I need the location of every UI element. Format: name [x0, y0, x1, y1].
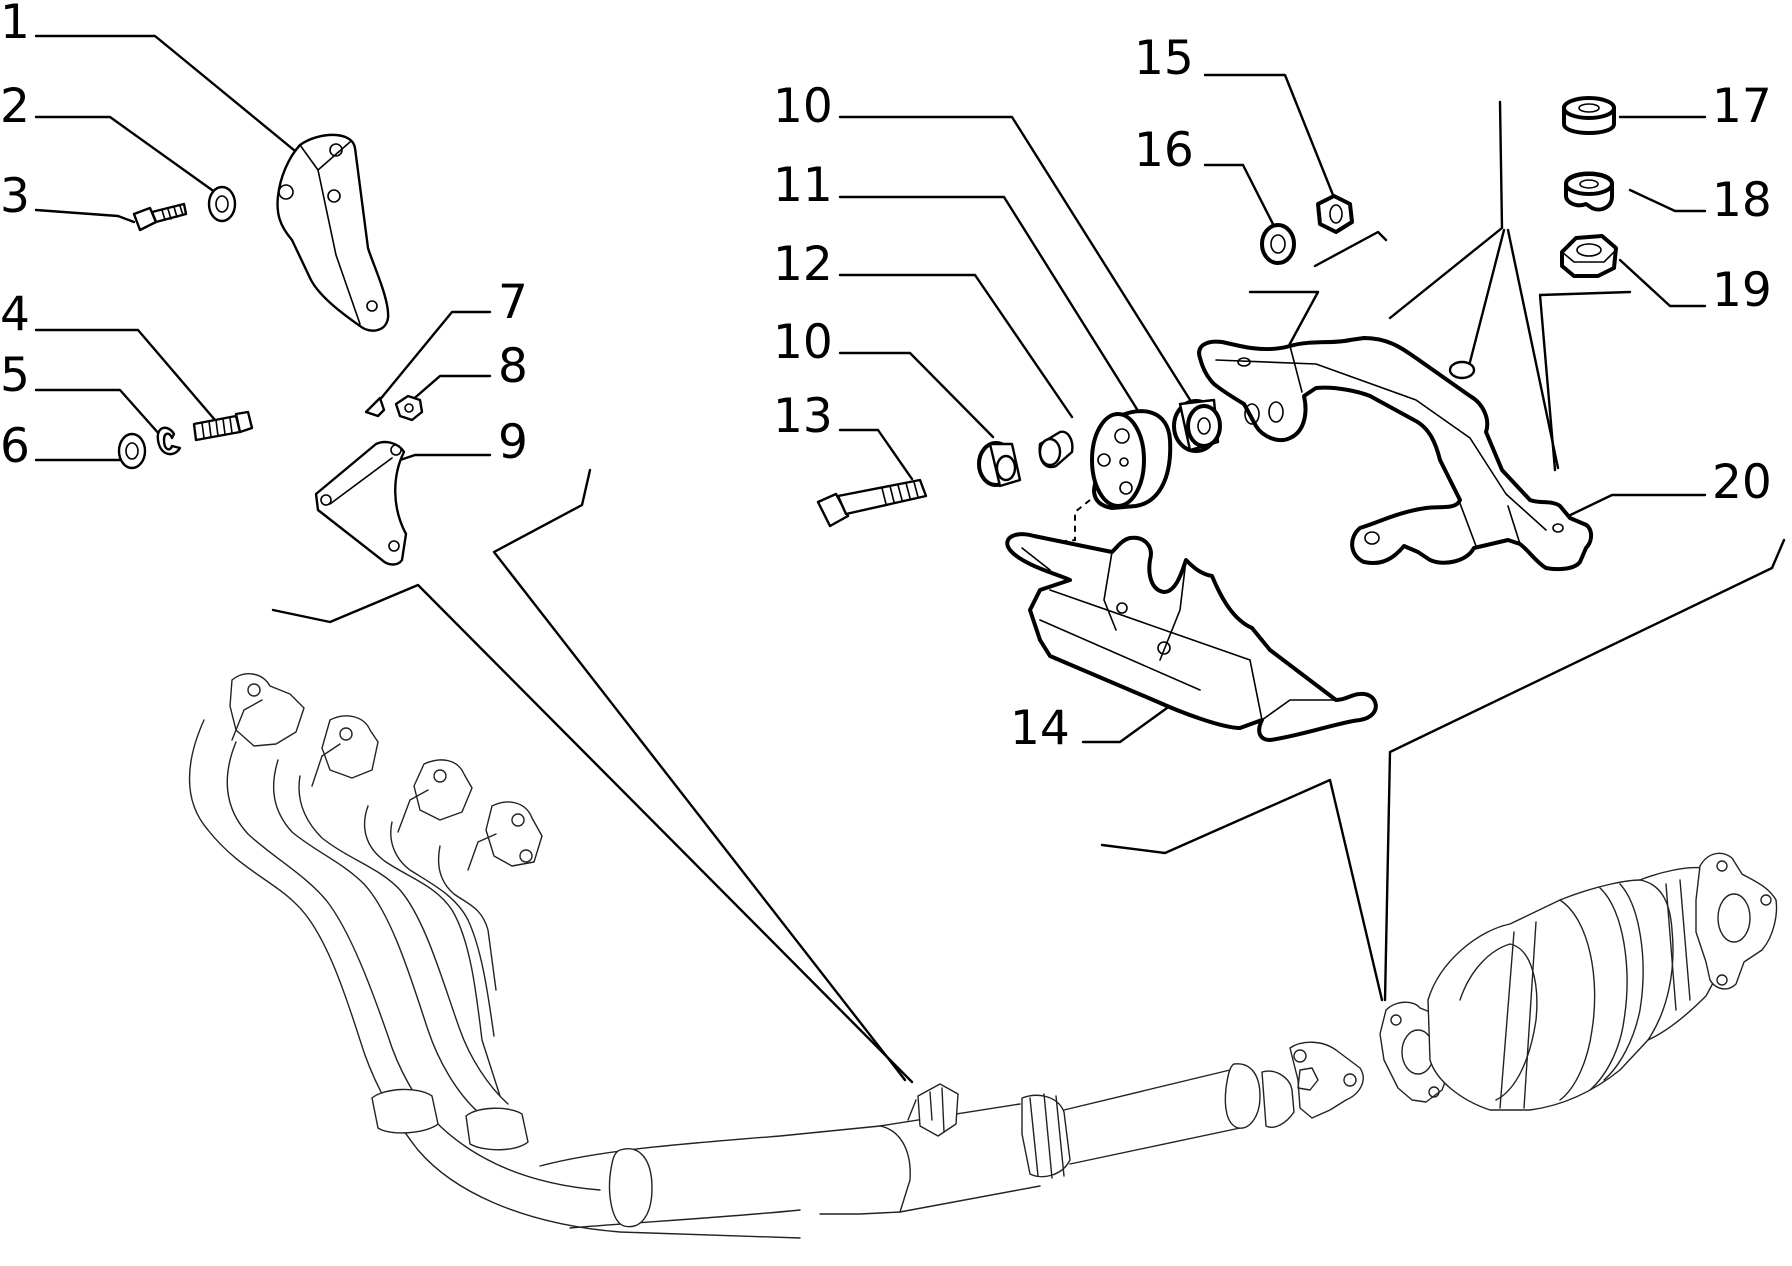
- leader-8: [408, 374, 492, 404]
- pointer-bracket-b: [1313, 230, 1388, 268]
- leader-15: [1203, 73, 1337, 202]
- part-20-support-bracket: [1197, 336, 1593, 572]
- callout-9: 9: [498, 415, 528, 470]
- leader-16: [1203, 163, 1279, 234]
- pointer-bracket-a: [1248, 290, 1320, 364]
- leader-1: [34, 34, 302, 157]
- catalytic-converter: [1379, 852, 1778, 1111]
- callout-4: 4: [0, 287, 30, 342]
- part-17-washer: [1562, 96, 1616, 135]
- leader-12: [838, 273, 1074, 419]
- pointer-left-group-b: [492, 468, 907, 1082]
- part-8-nut: [394, 394, 424, 422]
- part-15-nut: [1316, 194, 1354, 234]
- part-7-lock-washer: [364, 396, 386, 418]
- leader-13: [838, 428, 914, 481]
- pointer-bracket-f: [1538, 290, 1632, 472]
- part-1-bracket: [276, 133, 390, 332]
- callout-5: 5: [0, 348, 30, 403]
- part-10-bushing-upper: [1172, 398, 1222, 453]
- leader-lines: [34, 34, 1786, 1084]
- leader-4: [34, 328, 217, 422]
- pointer-left-group-a: [271, 583, 914, 1084]
- pointer-center-group-b: [1383, 538, 1786, 1002]
- leader-7: [376, 310, 492, 404]
- callout-10-lower: 10: [773, 315, 833, 370]
- callout-7: 7: [498, 275, 528, 330]
- pointer-bracket-d: [1468, 228, 1506, 364]
- leader-19: [1618, 258, 1707, 308]
- part-2-washer: [207, 185, 237, 223]
- part-9-plate: [314, 440, 408, 566]
- part-16-washer: [1260, 223, 1296, 265]
- callout-8: 8: [498, 339, 528, 394]
- callout-17: 17: [1712, 79, 1772, 134]
- leader-2: [34, 115, 214, 192]
- leader-5: [34, 388, 162, 437]
- part-3-bolt: [132, 202, 188, 232]
- leader-9: [398, 453, 492, 462]
- callout-2: 2: [0, 79, 30, 134]
- part-6-washer: [117, 432, 147, 470]
- leader-3: [34, 208, 136, 224]
- callout-20: 20: [1712, 455, 1772, 510]
- part-13-bolt: [816, 478, 928, 528]
- callout-12: 12: [773, 237, 833, 292]
- leader-20: [1558, 493, 1707, 522]
- pointer-bracket-c: [1388, 100, 1504, 320]
- part-10-bushing-lower: [977, 441, 1022, 488]
- callout-11: 11: [773, 158, 833, 213]
- callout-18: 18: [1712, 173, 1772, 228]
- part-11-rubber-mount: [1090, 409, 1173, 510]
- callout-1: 1: [0, 0, 30, 50]
- leader-11: [838, 195, 1142, 416]
- callout-13: 13: [773, 389, 833, 444]
- part-4-bolt: [192, 410, 254, 442]
- leader-10-lower: [838, 351, 995, 439]
- callout-19: 19: [1712, 263, 1772, 318]
- callout-15: 15: [1134, 31, 1194, 86]
- pointer-bracket-e: [1506, 228, 1560, 470]
- callout-14: 14: [1010, 701, 1070, 756]
- part-12-spacer: [1038, 430, 1074, 469]
- part-19-nut: [1560, 234, 1618, 278]
- callout-6: 6: [0, 419, 30, 474]
- leader-14: [1081, 698, 1180, 744]
- part-14-hanger: [1005, 532, 1378, 742]
- callout-3: 3: [0, 169, 30, 224]
- leader-10-upper: [838, 115, 1194, 405]
- callout-16: 16: [1134, 123, 1194, 178]
- leader-18: [1628, 188, 1707, 213]
- exhaust-manifold-assembly: [188, 673, 1364, 1239]
- assembly-axis: [1057, 499, 1091, 543]
- callout-10-upper: 10: [773, 79, 833, 134]
- part-5-spring-washer: [156, 426, 182, 456]
- pointer-center-group-a: [1100, 778, 1384, 1002]
- part-18-split-washer: [1564, 171, 1614, 212]
